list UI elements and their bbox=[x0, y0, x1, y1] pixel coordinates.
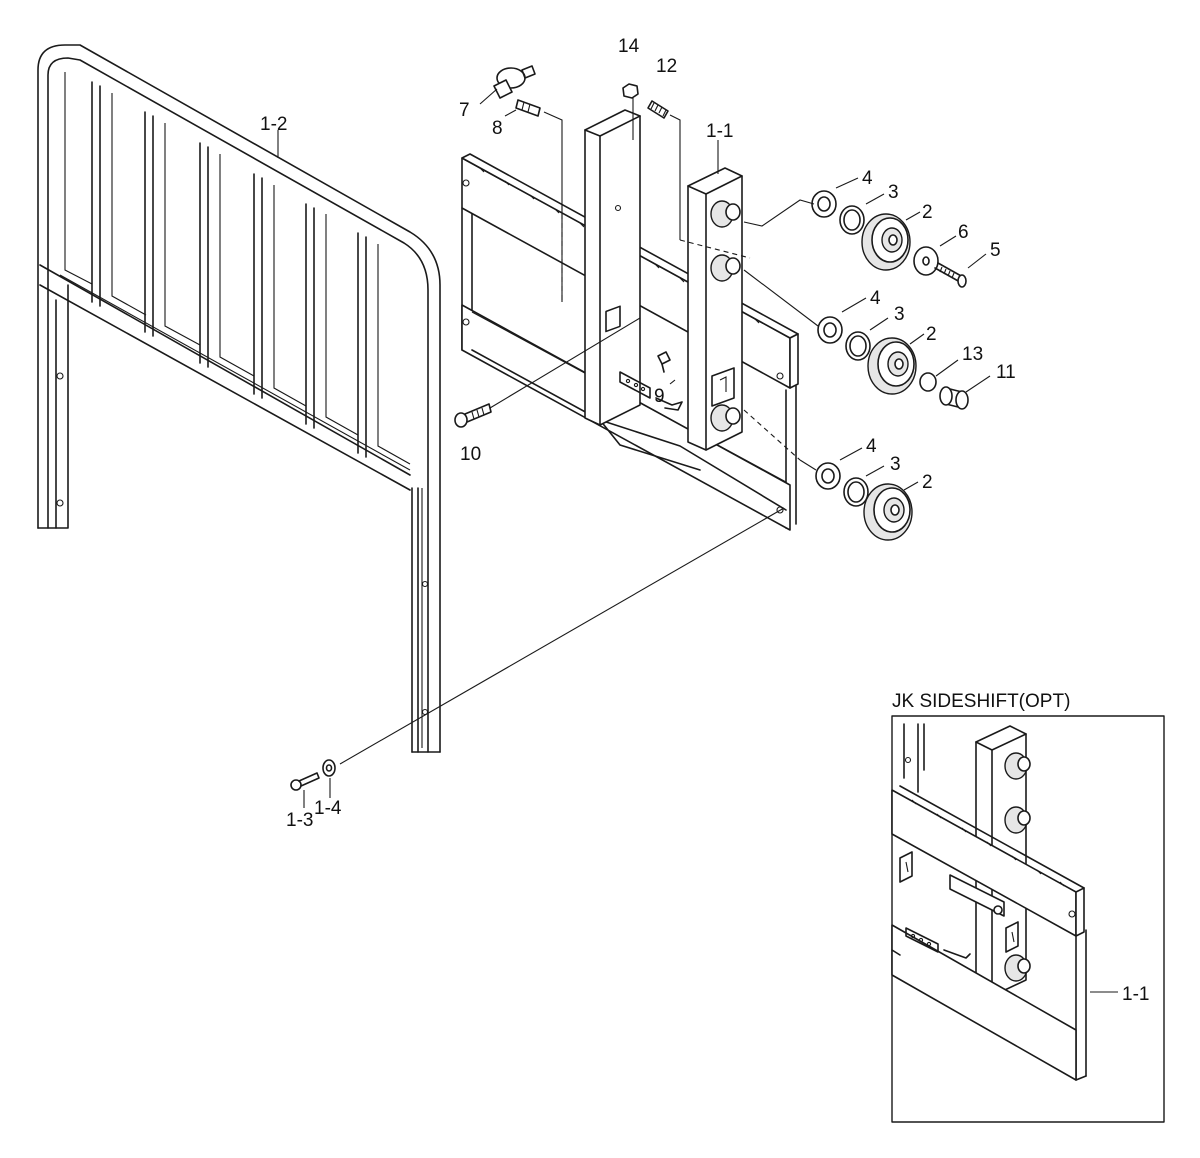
callout-3-bottom: 3 bbox=[890, 454, 901, 475]
inset-title: JK SIDESHIFT(OPT) bbox=[892, 691, 1070, 712]
callout-1-2: 1-2 bbox=[260, 114, 287, 135]
left-upright bbox=[584, 109, 683, 426]
callout-8: 8 bbox=[492, 118, 503, 139]
bolts bbox=[290, 351, 671, 791]
callout-5: 5 bbox=[990, 240, 1001, 261]
callout-14: 14 bbox=[618, 36, 640, 57]
callout-1-1: 1-1 bbox=[706, 121, 733, 142]
callout-1-3: 1-3 bbox=[286, 810, 313, 831]
right-upright-1-1 bbox=[687, 167, 743, 451]
callout-2-mid: 2 bbox=[926, 324, 937, 345]
callout-3-top: 3 bbox=[888, 182, 899, 203]
callout-labels: 1-2 1-1 14 12 7 8 4 3 2 6 5 4 3 2 13 11 … bbox=[260, 36, 1149, 1005]
callout-2-bottom: 2 bbox=[922, 472, 933, 493]
load-backrest bbox=[37, 44, 441, 753]
callout-9: 9 bbox=[654, 386, 665, 407]
bearings-and-washers bbox=[811, 190, 969, 541]
callout-4-top: 4 bbox=[862, 168, 873, 189]
callout-10: 10 bbox=[460, 444, 481, 465]
top-small-parts bbox=[493, 65, 669, 119]
callout-4-bottom: 4 bbox=[866, 436, 877, 457]
inset-panel bbox=[891, 715, 1165, 1123]
callout-7: 7 bbox=[459, 100, 470, 121]
callout-13: 13 bbox=[962, 344, 983, 365]
callout-12: 12 bbox=[656, 56, 677, 77]
callout-3-mid: 3 bbox=[894, 304, 905, 325]
roller-studs bbox=[710, 200, 741, 432]
callout-11: 11 bbox=[996, 362, 1016, 383]
callout-6: 6 bbox=[958, 222, 969, 243]
callout-4-mid: 4 bbox=[870, 288, 881, 309]
callout-1-4: 1-4 bbox=[314, 798, 342, 819]
callout-1-1-inset: 1-1 bbox=[1122, 984, 1149, 1005]
callout-2-top: 2 bbox=[922, 202, 933, 223]
leader-lines bbox=[277, 88, 991, 808]
